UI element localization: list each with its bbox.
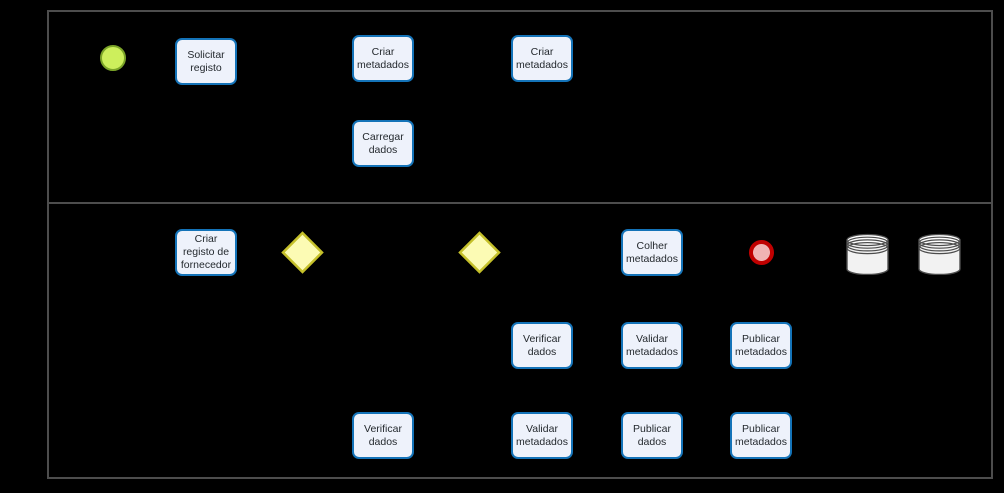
task-carregar-dados[interactable]: Carregar dados [352, 120, 414, 167]
lane-divider [47, 202, 993, 204]
task-verificar-dados-1[interactable]: Verificar dados [511, 322, 573, 369]
task-publicar-dados[interactable]: Publicar dados [621, 412, 683, 459]
task-label: Criar metadados [516, 45, 568, 71]
task-label: Criar registo de fornecedor [180, 233, 232, 271]
task-label: Criar metadados [357, 45, 409, 71]
task-publicar-metadados-1[interactable]: Publicar metadados [730, 322, 792, 369]
process-pool-frame [47, 10, 993, 479]
gateway-diamond[interactable] [281, 231, 324, 274]
task-label: Solicitar registo [187, 48, 225, 74]
task-criar-metadados-2[interactable]: Criar metadados [511, 35, 573, 82]
datastore-icon[interactable] [917, 232, 962, 275]
task-label: Validar metadados [626, 332, 678, 358]
task-label: Publicar metadados [735, 422, 787, 448]
task-criar-metadados-1[interactable]: Criar metadados [352, 35, 414, 82]
task-label: Publicar dados [633, 422, 671, 448]
gateway-diamond[interactable] [458, 231, 501, 274]
task-validar-metadados-1[interactable]: Validar metadados [621, 322, 683, 369]
task-colher-metadados[interactable]: Colher metadados [621, 229, 683, 276]
start-event[interactable] [100, 45, 126, 71]
task-publicar-metadados-2[interactable]: Publicar metadados [730, 412, 792, 459]
task-verificar-dados-2[interactable]: Verificar dados [352, 412, 414, 459]
task-label: Publicar metadados [735, 332, 787, 358]
task-label: Validar metadados [516, 422, 568, 448]
task-label: Verificar dados [523, 332, 561, 358]
task-label: Verificar dados [364, 422, 402, 448]
datastore-icon[interactable] [845, 232, 890, 275]
end-event[interactable] [749, 240, 774, 265]
task-label: Carregar dados [362, 130, 404, 156]
task-validar-metadados-2[interactable]: Validar metadados [511, 412, 573, 459]
task-label: Colher metadados [626, 239, 678, 265]
task-solicitar-registo[interactable]: Solicitar registo [175, 38, 237, 85]
task-criar-registo-fornecedor[interactable]: Criar registo de fornecedor [175, 229, 237, 276]
